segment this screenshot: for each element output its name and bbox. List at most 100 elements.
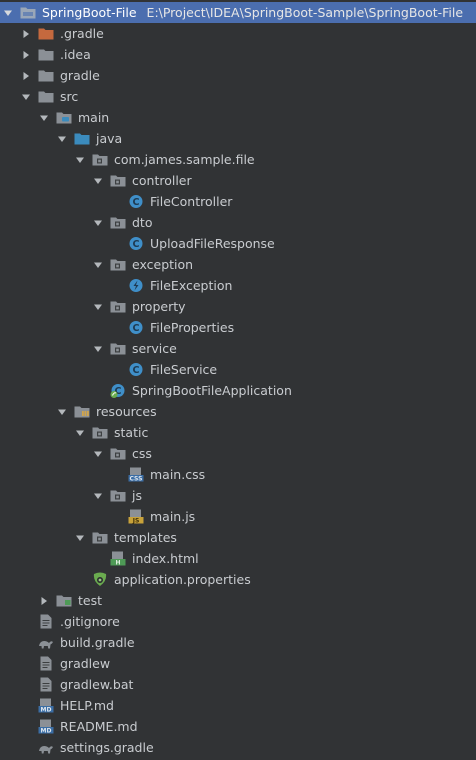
tree-node[interactable]: .idea	[0, 44, 476, 65]
tree-node-label: FileService	[150, 362, 218, 377]
tree-node[interactable]: JS main.js	[0, 506, 476, 527]
spring-class-icon: C	[110, 383, 126, 398]
css-file-icon: CSS	[128, 467, 144, 482]
tree-node[interactable]: build.gradle	[0, 632, 476, 653]
chevron-down-icon[interactable]	[74, 149, 86, 170]
tree-node-label: index.html	[132, 551, 199, 566]
tree-node-label: static	[114, 425, 149, 440]
tree-node-label: service	[132, 341, 177, 356]
text-file-icon	[38, 656, 54, 671]
chevron-down-icon[interactable]	[20, 86, 32, 107]
package-icon	[92, 530, 108, 545]
tree-node-label: templates	[114, 530, 177, 545]
tree-node[interactable]: exception	[0, 254, 476, 275]
chevron-down-icon[interactable]	[56, 401, 68, 422]
tree-node[interactable]: src	[0, 86, 476, 107]
chevron-right-icon[interactable]	[20, 65, 32, 86]
package-icon	[110, 257, 126, 272]
chevron-down-icon[interactable]	[2, 2, 14, 23]
class-icon: C	[128, 320, 144, 335]
tree-node[interactable]: js	[0, 485, 476, 506]
gradle-file-icon	[38, 635, 54, 650]
tree-node-label: java	[96, 131, 123, 146]
gradle-file-icon	[38, 740, 54, 755]
tree-node[interactable]: property	[0, 296, 476, 317]
chevron-down-icon[interactable]	[92, 254, 104, 275]
chevron-down-icon[interactable]	[74, 527, 86, 548]
package-icon	[110, 215, 126, 230]
tree-node[interactable]: main	[0, 107, 476, 128]
package-icon	[110, 341, 126, 356]
chevron-down-icon[interactable]	[74, 422, 86, 443]
tree-node[interactable]: application.properties	[0, 569, 476, 590]
tree-node-label: main.css	[150, 467, 206, 482]
tree-node-label: .gradle	[60, 26, 104, 41]
package-icon	[110, 446, 126, 461]
svg-text:C: C	[133, 323, 140, 334]
tree-node[interactable]: FileException	[0, 275, 476, 296]
tree-node-label: gradlew.bat	[60, 677, 134, 692]
tree-node[interactable]: java	[0, 128, 476, 149]
class-icon: C	[128, 236, 144, 251]
tree-node[interactable]: gradlew.bat	[0, 674, 476, 695]
package-icon	[110, 299, 126, 314]
svg-text:C: C	[133, 197, 140, 208]
tree-node[interactable]: controller	[0, 170, 476, 191]
tree-node-label: FileException	[150, 278, 233, 293]
tree-node[interactable]: css	[0, 443, 476, 464]
chevron-down-icon[interactable]	[92, 485, 104, 506]
tree-node-label: README.md	[60, 719, 138, 734]
module-folder-icon	[56, 110, 72, 125]
tree-node[interactable]: gradlew	[0, 653, 476, 674]
html-file-icon: H	[110, 551, 126, 566]
folder-icon	[38, 47, 54, 62]
chevron-down-icon[interactable]	[38, 107, 50, 128]
js-file-icon: JS	[128, 509, 144, 524]
chevron-right-icon[interactable]	[20, 23, 32, 44]
tree-node[interactable]: gradle	[0, 65, 476, 86]
chevron-down-icon[interactable]	[92, 338, 104, 359]
tree-node-label: main.js	[150, 509, 196, 524]
svg-text:C: C	[115, 386, 122, 397]
tree-node-label: SpringBoot-File E:\Project\IDEA\SpringBoo…	[42, 2, 463, 23]
chevron-down-icon[interactable]	[92, 296, 104, 317]
tree-node-label: property	[132, 299, 186, 314]
project-path: E:\Project\IDEA\SpringBoot-Sample\Spring…	[146, 5, 464, 20]
tree-node[interactable]: dto	[0, 212, 476, 233]
folder-icon	[38, 89, 54, 104]
chevron-right-icon[interactable]	[38, 590, 50, 611]
source-folder-icon	[74, 131, 90, 146]
package-icon	[92, 425, 108, 440]
class-icon: C	[128, 194, 144, 209]
svg-text:JS: JS	[132, 518, 140, 525]
tree-node[interactable]: settings.gradle	[0, 737, 476, 758]
tree-node[interactable]: com.james.sample.file	[0, 149, 476, 170]
module-folder-icon	[20, 5, 36, 20]
tree-node[interactable]: .gitignore	[0, 611, 476, 632]
tree-node[interactable]: service	[0, 338, 476, 359]
tree-node[interactable]: static	[0, 422, 476, 443]
chevron-right-icon[interactable]	[20, 44, 32, 65]
tree-node[interactable]: CSS main.css	[0, 464, 476, 485]
chevron-down-icon[interactable]	[92, 443, 104, 464]
tree-node[interactable]: resources	[0, 401, 476, 422]
tree-node[interactable]: templates	[0, 527, 476, 548]
chevron-down-icon[interactable]	[92, 170, 104, 191]
tree-node[interactable]: .gradle	[0, 23, 476, 44]
chevron-down-icon[interactable]	[56, 128, 68, 149]
tree-node[interactable]: test	[0, 590, 476, 611]
tree-node-label: css	[132, 446, 152, 461]
tree-node-root[interactable]: SpringBoot-File E:\Project\IDEA\SpringBoo…	[0, 2, 476, 23]
tree-node-label: gradle	[60, 68, 100, 83]
project-name: SpringBoot-File	[42, 5, 137, 20]
chevron-down-icon[interactable]	[92, 212, 104, 233]
